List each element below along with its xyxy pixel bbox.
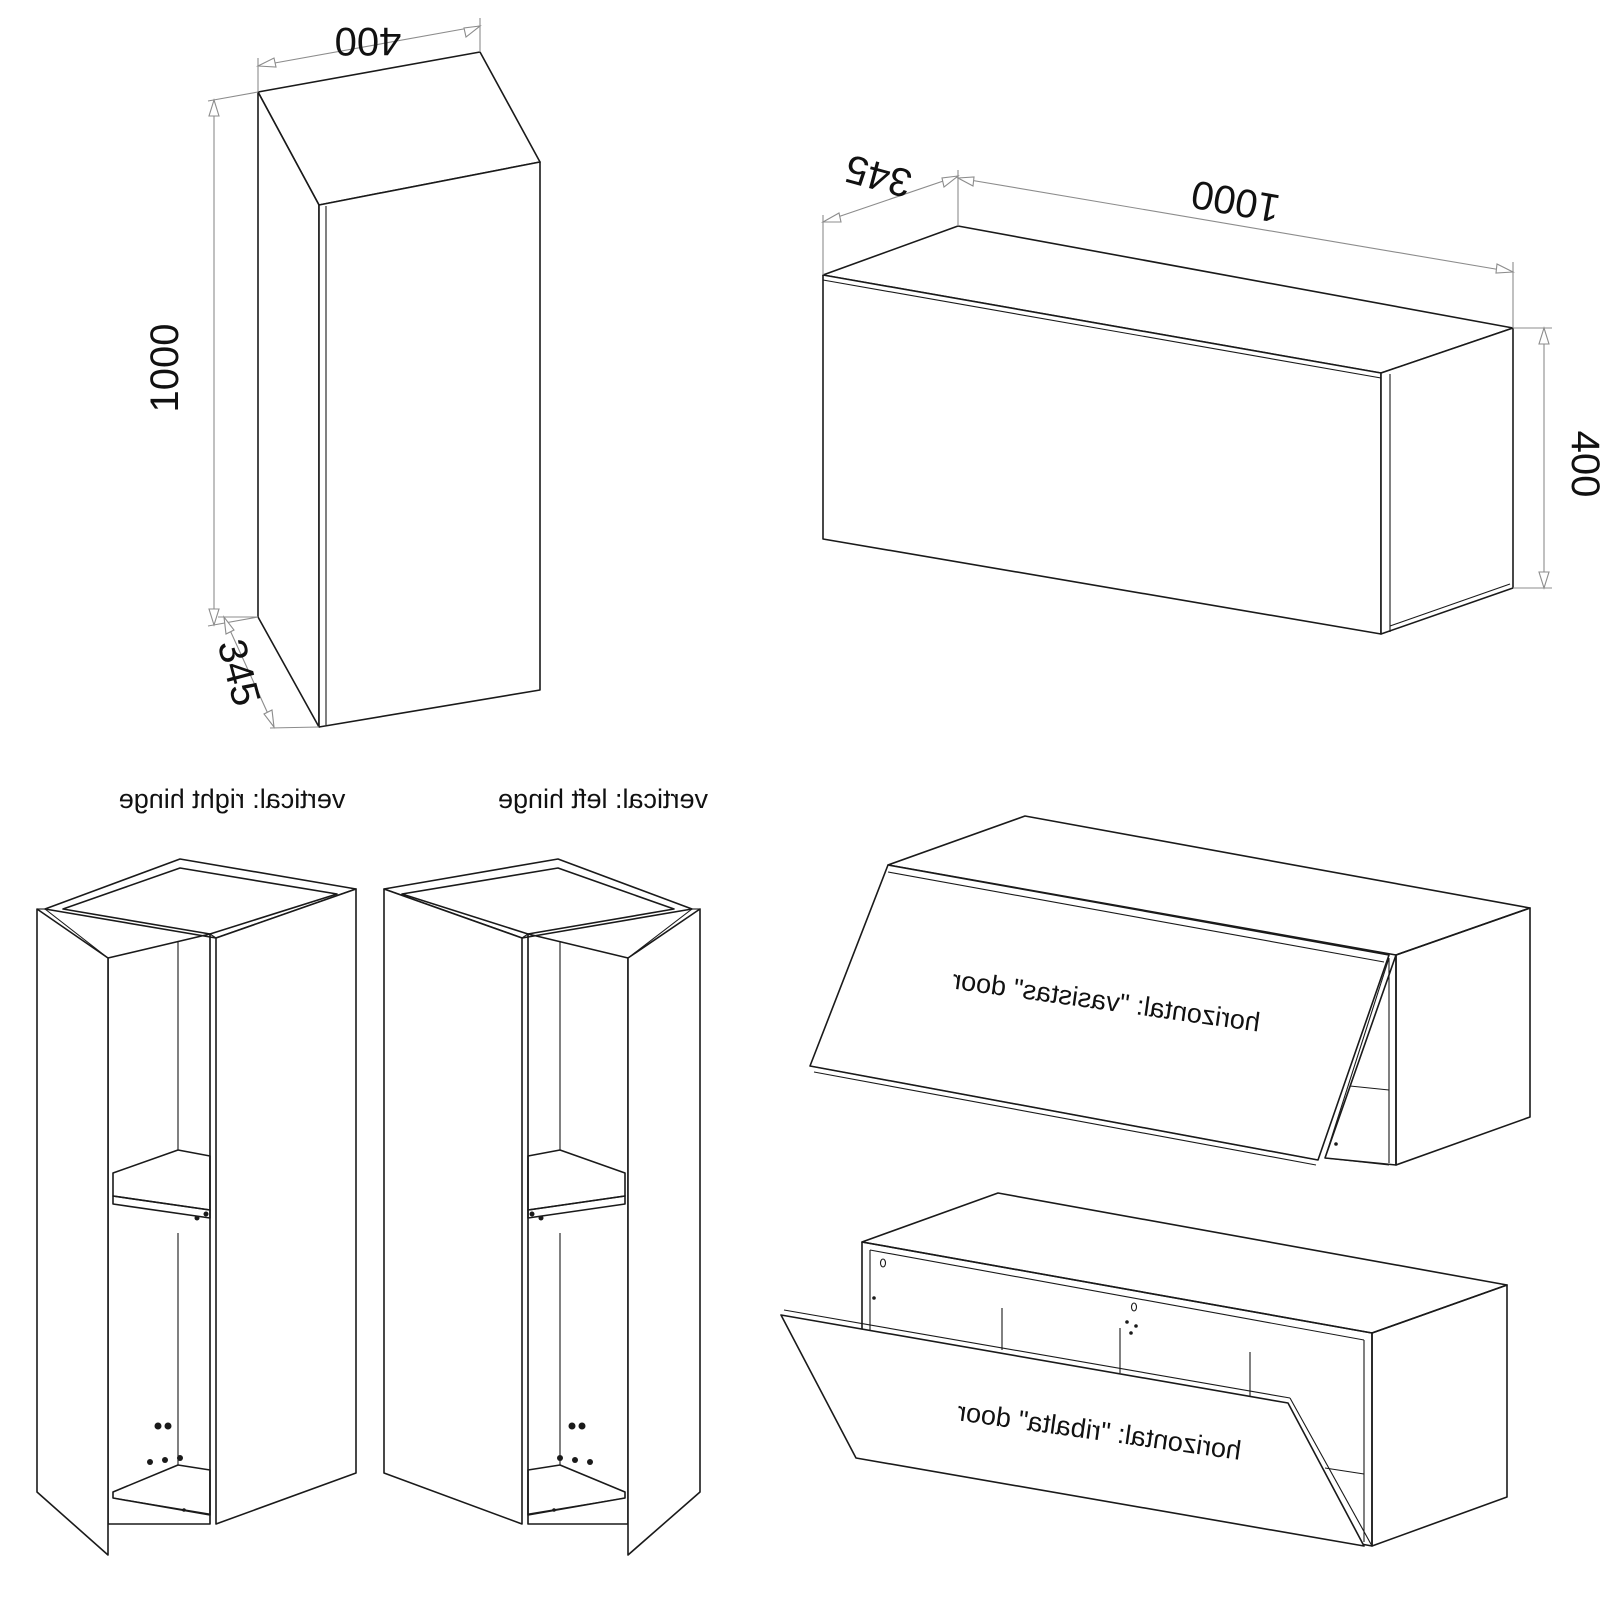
horizontal-height-label: 400	[1563, 431, 1600, 498]
right-hinge-cabinet	[36, 858, 357, 1556]
horizontal-cabinet-drawing	[822, 225, 1514, 635]
vertical-width-label: 400	[335, 19, 402, 63]
horizontal-depth-label: 345	[841, 146, 917, 206]
vertical-height-label: 1000	[143, 324, 187, 413]
horizontal-width-label: 1000	[1188, 171, 1283, 230]
horizontal-cabinet-dimension-lines	[820, 170, 1552, 590]
left-hinge-cabinet	[383, 858, 701, 1556]
right-hinge-caption: vertical: right hinge	[119, 784, 346, 814]
ribalta-cabinet	[780, 1192, 1508, 1547]
vasistas-cabinet	[809, 815, 1531, 1166]
vertical-depth-label: 345	[209, 635, 269, 711]
left-hinge-caption: vertical: left hinge	[498, 784, 708, 814]
vertical-cabinet-dimension-lines	[207, 18, 482, 729]
vertical-cabinet-drawing	[257, 51, 541, 728]
